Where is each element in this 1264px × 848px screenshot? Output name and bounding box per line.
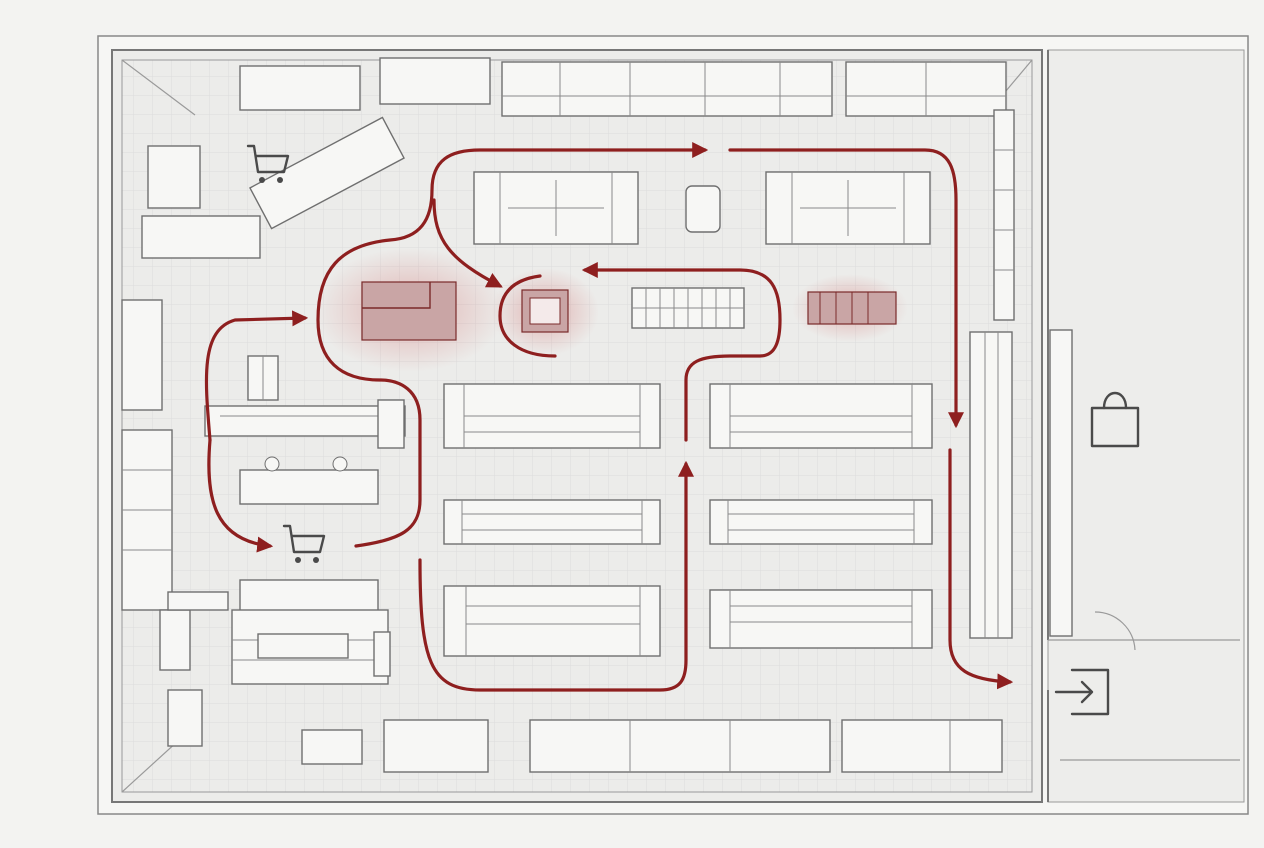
highlighted-zones	[314, 248, 908, 372]
center-aisles	[443, 383, 933, 657]
shopping-route	[204, 142, 1014, 692]
bottom-wall-fixtures	[383, 719, 1003, 773]
left-wall-fixtures	[121, 299, 363, 765]
shopping-bag-icon	[1090, 391, 1140, 448]
produce-display	[361, 281, 457, 341]
exit-icon	[1054, 668, 1110, 716]
right-wall-fixtures	[969, 109, 1073, 639]
top-wall-fixtures	[141, 57, 1007, 259]
checkout-area	[167, 355, 406, 685]
shopping-cart-icon	[282, 524, 326, 563]
top-shelving	[473, 171, 931, 329]
shopping-cart-icon	[246, 144, 290, 183]
